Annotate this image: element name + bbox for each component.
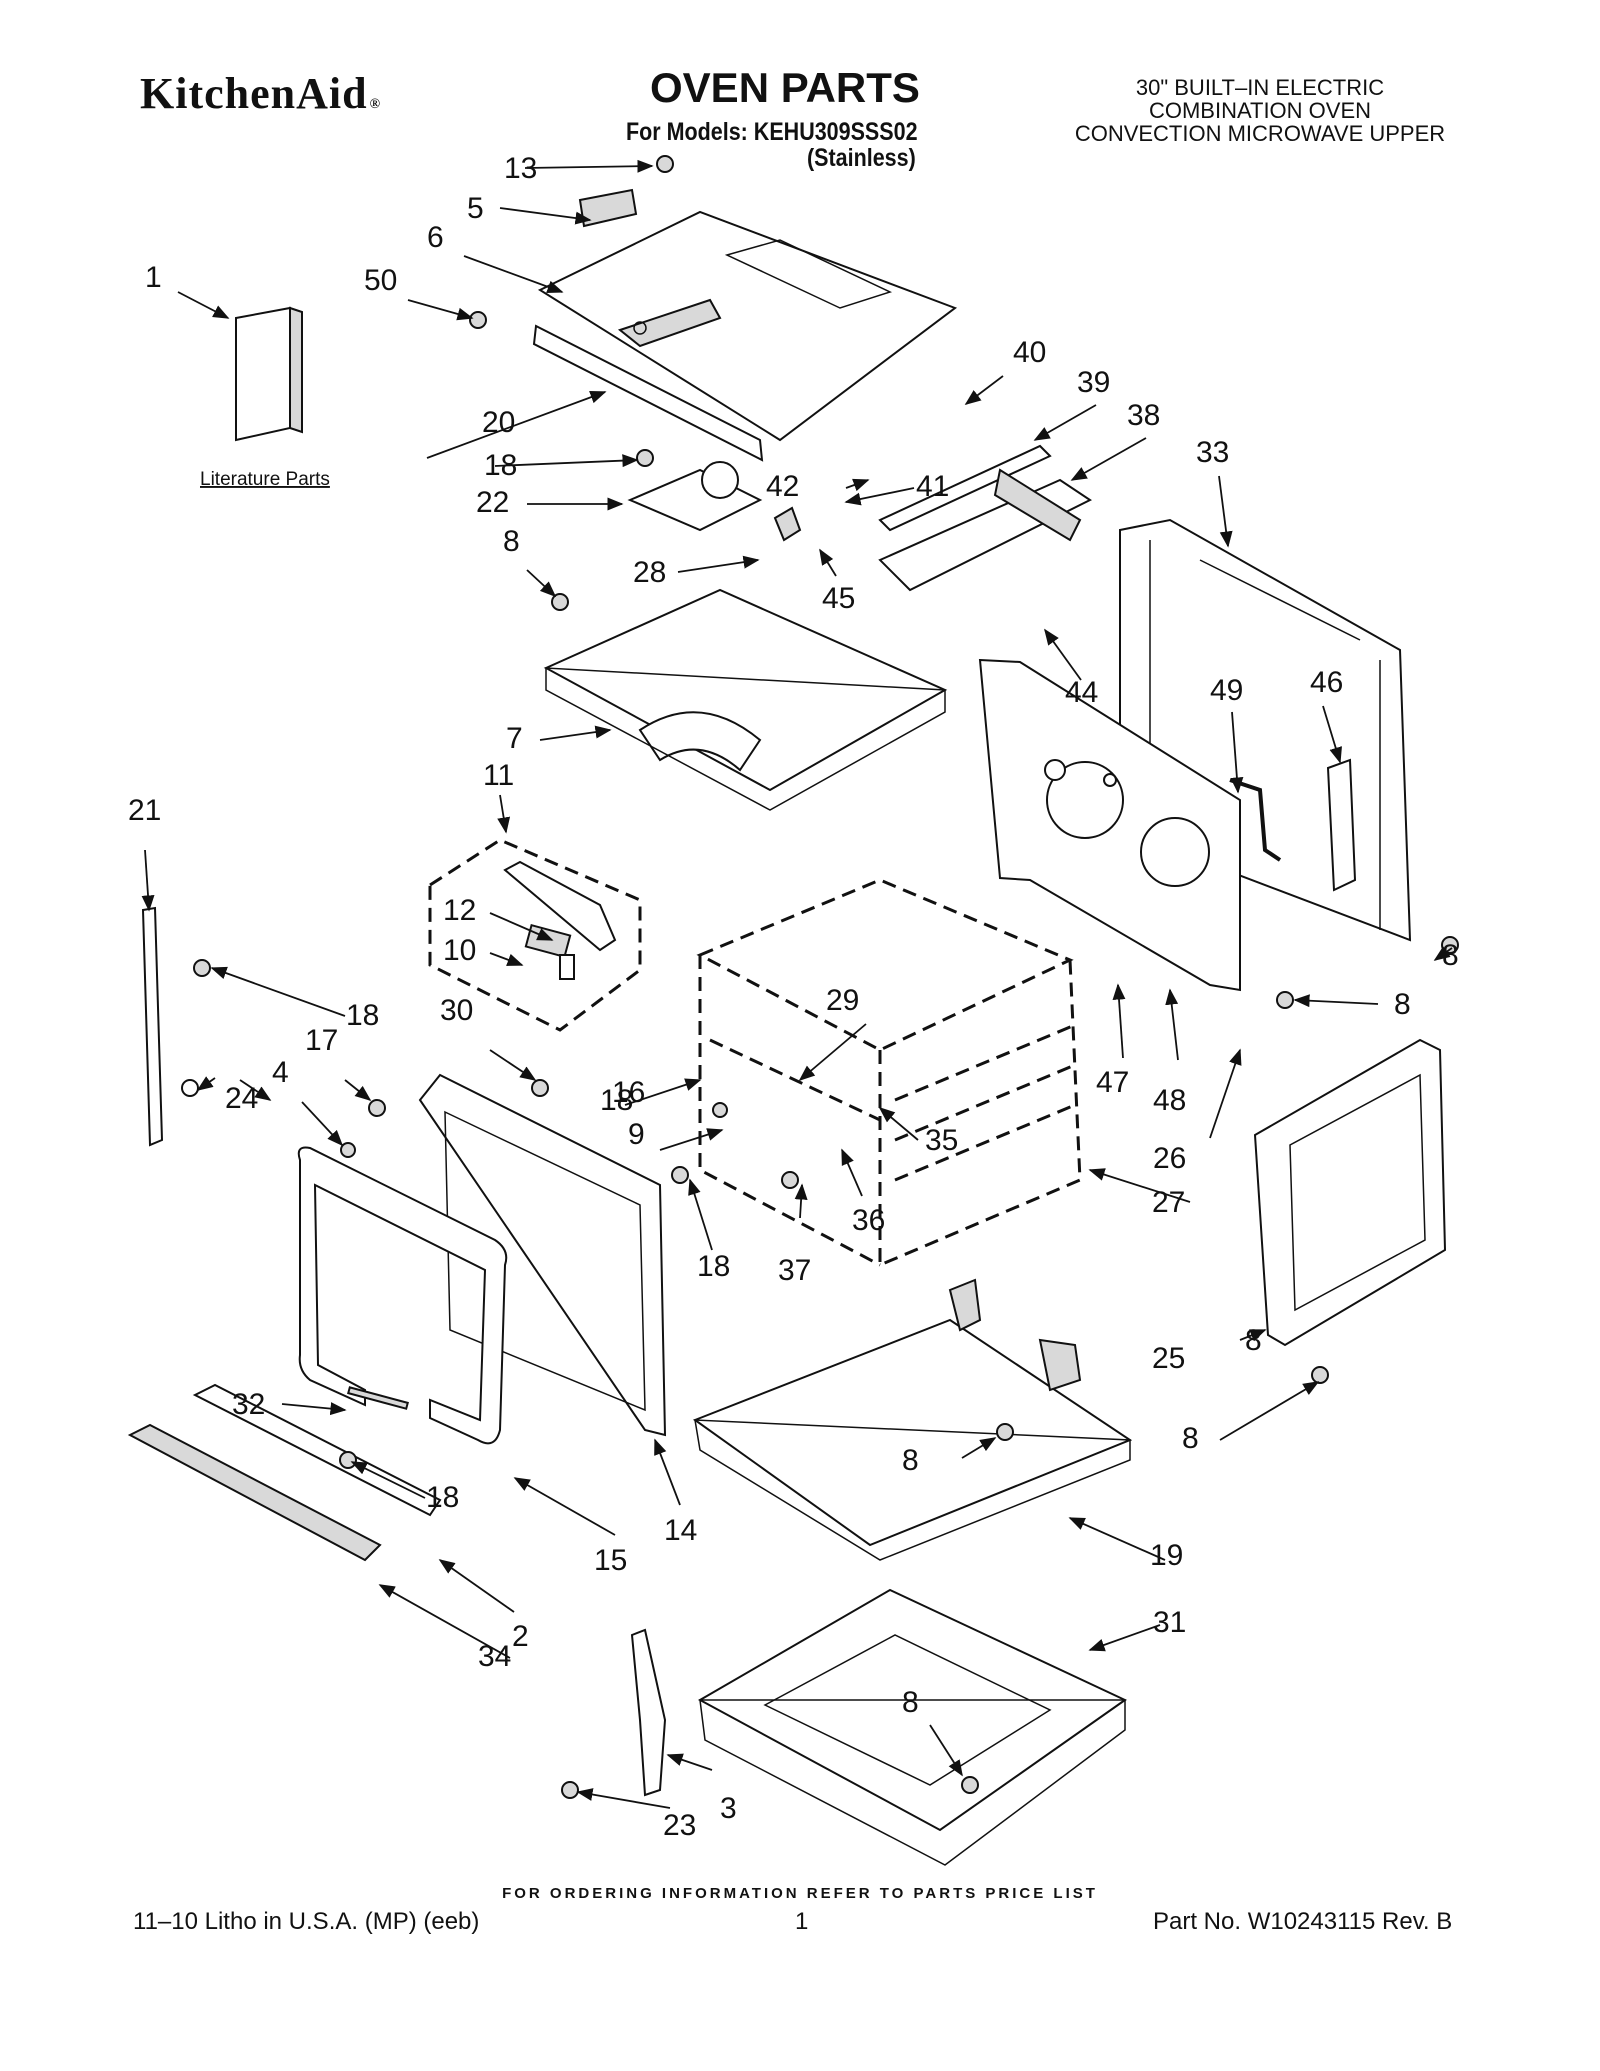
- callout-31: 31: [1153, 1606, 1186, 1639]
- callout-25: 25: [1152, 1342, 1185, 1375]
- callout-12: 12: [443, 894, 476, 927]
- callout-41: 41: [916, 470, 949, 503]
- page-title: OVEN PARTS: [650, 64, 920, 111]
- callout-5: 5: [467, 192, 484, 225]
- vent-duct: [878, 444, 1092, 592]
- callout-49: 49: [1210, 674, 1243, 707]
- oven-top-panel: [532, 188, 958, 462]
- ordering-note: FOR ORDERING INFORMATION REFER TO PARTS …: [502, 1885, 1098, 1902]
- leader-lines: [141, 159, 1453, 1809]
- callout-24: 24: [225, 1082, 258, 1115]
- callout-18-front: 18: [697, 1250, 730, 1283]
- callout-21: 21: [128, 794, 161, 827]
- models-line: For Models: KEHU309SSS02: [626, 118, 918, 146]
- appliance-description: 30" BUILT–IN ELECTRIC COMBINATION OVEN C…: [1074, 75, 1446, 146]
- callout-46: 46: [1310, 666, 1343, 699]
- callout-13: 13: [504, 152, 537, 185]
- callout-28: 28: [633, 556, 666, 589]
- callout-33: 33: [1196, 436, 1229, 469]
- rear-panel: [978, 658, 1282, 992]
- callout-15: 15: [594, 1544, 627, 1577]
- door-gasket: [297, 1146, 508, 1445]
- callout-35: 35: [925, 1124, 958, 1157]
- callout-18-left: 18: [346, 999, 379, 1032]
- callout-8-side: 8: [1182, 1422, 1199, 1455]
- control-bracket: [627, 461, 802, 542]
- literature-parts: [235, 306, 303, 442]
- callout-45: 45: [822, 582, 855, 615]
- callout-11: 11: [483, 759, 514, 792]
- callout-8-cover: 8: [1442, 939, 1459, 972]
- callout-2: 2: [512, 1620, 529, 1653]
- callout-27: 27: [1152, 1186, 1185, 1219]
- callout-20: 20: [482, 406, 515, 439]
- callout-30: 30: [440, 994, 473, 1027]
- part-callouts: 1 2 3 4 5 6 7 8 8 8 8 8 8 8 9 10 11 12 1…: [128, 152, 1459, 1842]
- callout-18-trim: 18: [426, 1481, 459, 1514]
- callout-34: 34: [478, 1640, 511, 1673]
- fuse-holder: [1326, 758, 1357, 892]
- side-panel: [1253, 1038, 1447, 1347]
- callout-4: 4: [272, 1056, 289, 1089]
- callout-8-tray: 8: [902, 1444, 919, 1477]
- callout-36: 36: [852, 1204, 885, 1237]
- callout-37: 37: [778, 1254, 811, 1287]
- callout-48: 48: [1153, 1084, 1186, 1117]
- bottom-trim: [127, 1383, 442, 1562]
- callout-7: 7: [506, 722, 523, 755]
- callout-40: 40: [1013, 336, 1046, 369]
- literature-parts-label: Literature Parts: [200, 469, 330, 490]
- side-trim: [141, 906, 199, 1147]
- callout-42: 42: [766, 470, 799, 503]
- callout-23: 23: [663, 1809, 696, 1842]
- callout-8-rear: 8: [1394, 988, 1411, 1021]
- callout-6: 6: [427, 221, 444, 254]
- part-number: Part No. W10243115 Rev. B: [1153, 1908, 1453, 1935]
- callout-10: 10: [443, 934, 476, 967]
- callout-17: 17: [305, 1024, 338, 1057]
- callout-9: 9: [628, 1118, 645, 1151]
- callout-8-panel: 8: [1245, 1324, 1262, 1357]
- callout-47: 47: [1096, 1066, 1129, 1099]
- callout-18-box: 18: [600, 1084, 633, 1117]
- door-frame: [418, 1073, 667, 1437]
- oven-bottom-tray: [543, 588, 948, 811]
- page-number: 1: [795, 1908, 809, 1935]
- brand-logo: KitchenAid®: [140, 69, 382, 118]
- callout-38: 38: [1127, 399, 1160, 432]
- variant-label: (Stainless): [807, 144, 916, 172]
- callout-16: 16: [612, 1076, 645, 1109]
- callout-8-base: 8: [902, 1686, 919, 1719]
- callout-32: 32: [232, 1388, 265, 1421]
- callout-39: 39: [1077, 366, 1110, 399]
- screw-icon: [193, 155, 1459, 1799]
- base-pan: [697, 1588, 1127, 1866]
- callout-29: 29: [826, 984, 859, 1017]
- callout-44: 44: [1065, 676, 1098, 709]
- callout-22: 22: [476, 486, 509, 519]
- mounting-tray: [692, 1278, 1133, 1561]
- light-assembly: [428, 838, 642, 1032]
- callout-50: 50: [364, 264, 397, 297]
- callout-14: 14: [664, 1514, 697, 1547]
- callout-3: 3: [720, 1792, 737, 1825]
- side-bracket: [630, 1628, 667, 1797]
- litho-info: 11–10 Litho in U.S.A. (MP) (eeb): [133, 1908, 480, 1935]
- callout-26: 26: [1153, 1142, 1186, 1175]
- callout-1: 1: [145, 261, 162, 294]
- callout-19: 19: [1150, 1539, 1183, 1572]
- oven-cavity: [696, 878, 1082, 1268]
- callout-18-upper: 18: [484, 449, 517, 482]
- callout-8-upper: 8: [503, 525, 520, 558]
